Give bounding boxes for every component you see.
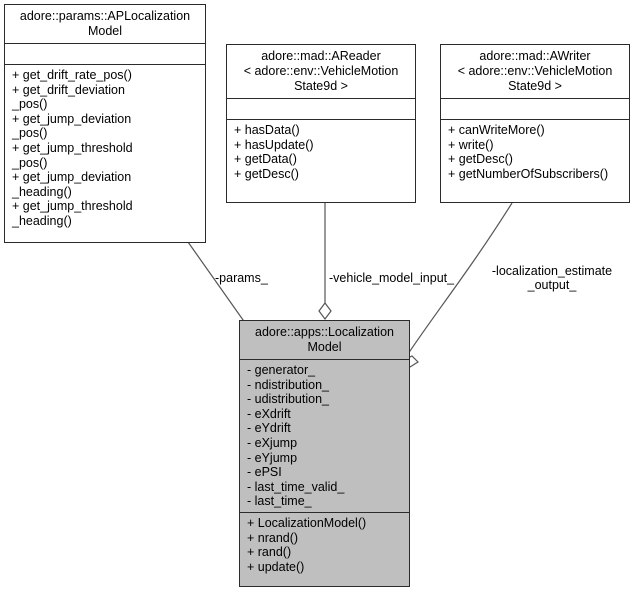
class-box-localization-model[interactable]: adore::apps::Localization Model - genera… xyxy=(239,320,410,587)
class-methods: + canWriteMore() + write() + getDesc() +… xyxy=(448,123,609,181)
class-attributes-compartment xyxy=(5,43,205,64)
edge-label-params: -params_ xyxy=(215,271,268,285)
class-box-areader[interactable]: adore::mad::AReader < adore::env::Vehicl… xyxy=(226,44,416,203)
class-methods: + get_drift_rate_pos() + get_drift_devia… xyxy=(12,68,133,228)
class-methods: + hasData() + hasUpdate() + getData() + … xyxy=(234,123,314,181)
class-box-ap-localization-model[interactable]: adore::params::APLocalization Model + ge… xyxy=(4,4,206,243)
class-title-compartment: adore::mad::AReader < adore::env::Vehicl… xyxy=(227,45,415,98)
class-attributes: - generator_ - ndistribution_ - udistrib… xyxy=(247,363,345,509)
class-methods-compartment: + canWriteMore() + write() + getDesc() +… xyxy=(441,119,629,184)
class-name: adore::apps::Localization Model xyxy=(255,325,394,354)
class-methods-compartment: + get_drift_rate_pos() + get_drift_devia… xyxy=(5,64,205,232)
class-attributes-compartment xyxy=(441,98,629,119)
class-attributes-compartment: - generator_ - ndistribution_ - udistrib… xyxy=(240,359,409,512)
class-name: adore::mad::AReader < adore::env::Vehicl… xyxy=(243,49,399,93)
edge-vehicle-model-input xyxy=(318,203,332,320)
class-title-compartment: adore::mad::AWriter < adore::env::Vehicl… xyxy=(441,45,629,98)
class-attributes-compartment xyxy=(227,98,415,119)
edge-label-vehicle-model-input: -vehicle_model_input_ xyxy=(329,271,455,285)
class-title-compartment: adore::params::APLocalization Model xyxy=(5,5,205,43)
class-title-compartment: adore::apps::Localization Model xyxy=(240,321,409,359)
class-methods: + LocalizationModel() + nrand() + rand()… xyxy=(247,515,367,574)
class-methods-compartment: + LocalizationModel() + nrand() + rand()… xyxy=(240,511,409,577)
class-methods-compartment: + hasData() + hasUpdate() + getData() + … xyxy=(227,119,415,184)
class-name: adore::params::APLocalization Model xyxy=(19,9,191,38)
class-box-awriter[interactable]: adore::mad::AWriter < adore::env::Vehicl… xyxy=(440,44,630,203)
edge-label-localization-estimate-output: -localization_estimate _output_ xyxy=(491,264,613,292)
class-name: adore::mad::AWriter < adore::env::Vehicl… xyxy=(457,49,613,93)
